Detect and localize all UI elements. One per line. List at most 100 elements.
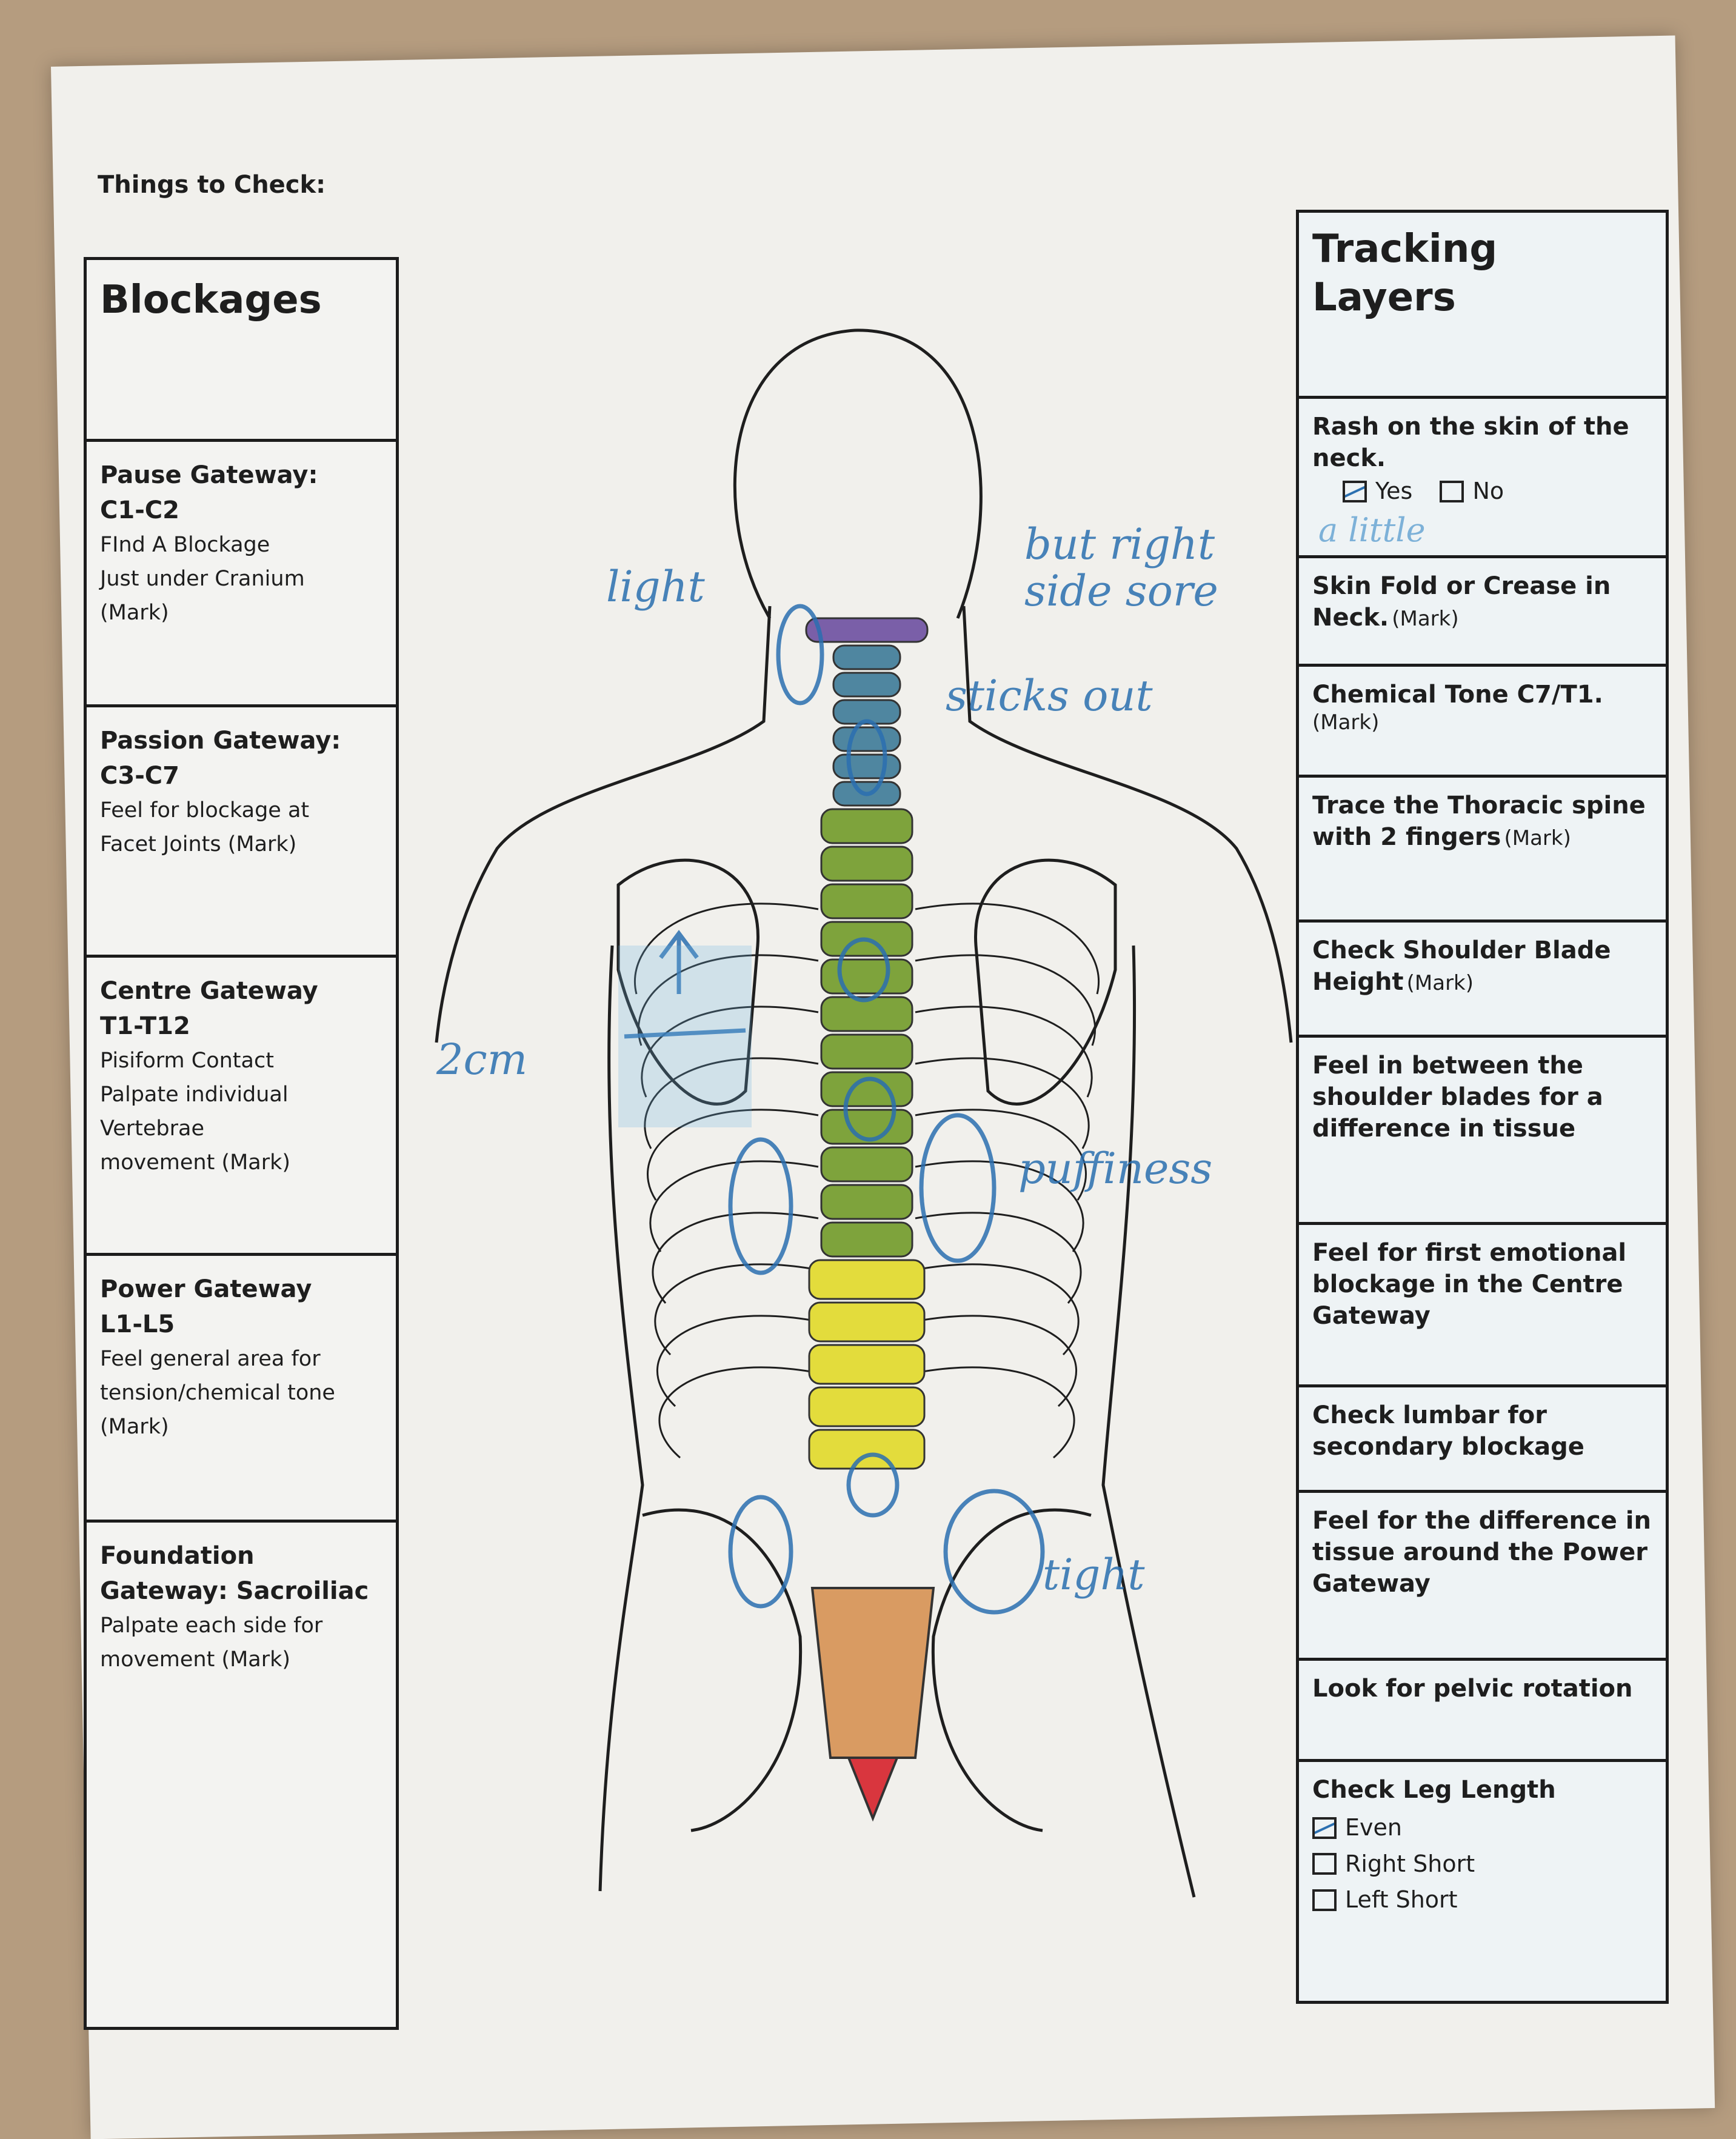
rib [641,1006,819,1098]
vertebra [832,726,901,752]
tracking-label: Check Leg Length [1312,1776,1556,1804]
rib [915,1109,1087,1201]
option-label: Even [1345,1814,1402,1841]
note-light: light [606,562,705,612]
rib [654,1263,819,1356]
blockage-text: Pisiform Contact [100,1049,274,1073]
vertebra [820,1071,913,1107]
blockage-pause: Pause Gateway: C1-C2 FInd A Blockage Jus… [87,439,396,704]
tracking-label: Check Shoulder Blade Height [1312,936,1611,996]
note-sticks-out: sticks out [946,671,1153,721]
vertebra [820,1221,913,1258]
ink-circle [943,1489,1045,1615]
vertebra [808,1429,926,1470]
rib [638,954,819,1046]
blockage-range: C1-C2 [100,496,179,524]
leg-left-short-checkbox[interactable]: Left Short [1312,1886,1628,1914]
rib [915,1366,1075,1459]
blockages-header: Blockages [87,260,396,439]
tracking-label: Feel in between the shoulder blades for … [1312,1052,1603,1143]
blockage-heading: Pause Gateway: [100,461,318,489]
vertebra [820,808,913,844]
tracking-label: Skin Fold or Crease in Neck. [1312,572,1611,632]
rib [915,1057,1090,1149]
tracking-label: Trace the Thoracic spine with 2 fingers [1312,792,1646,851]
tracking-layers-panel: Tracking Layers Rash on the skin of the … [1296,210,1669,2004]
leg-even-checkbox[interactable]: Even [1312,1814,1628,1842]
blockage-text: Palpate individual [100,1083,289,1107]
tracking-item: Check Shoulder Blade Height (Mark) [1299,919,1666,1035]
ink-smudge [618,946,752,1127]
rib [649,1160,819,1252]
tracking-item: Trace the Thoracic spine with 2 fingers … [1299,775,1666,919]
ink-circle [846,719,887,796]
blockage-range: T1-T12 [100,1012,190,1040]
tracking-label: Chemical Tone C7/T1. [1312,681,1603,709]
vertebra [808,1344,926,1385]
blockage-heading: Centre Gateway [100,977,318,1005]
vertebra [820,846,913,882]
checkbox-icon [1312,1889,1337,1911]
blockage-text: movement (Mark) [100,1150,291,1175]
vertebra [820,958,913,995]
ink-circle [919,1113,997,1263]
mark-note: (Mark) [1406,971,1474,995]
left-scapula [616,858,760,1106]
page-title: Things to Check: [98,171,326,199]
right-shoulder-outline [962,606,1293,1043]
ink-circle [728,1495,793,1609]
checkbox-checked-icon [1343,480,1367,502]
blockage-text: (Mark) [100,601,169,625]
tracking-item: Chemical Tone C7/T1. (Mark) [1299,664,1666,775]
rib [644,1057,819,1149]
leg-right-short-checkbox[interactable]: Right Short [1312,1850,1628,1878]
option-label: Right Short [1345,1850,1475,1877]
blockage-heading: Foundation [100,1542,255,1570]
tracking-label: Check lumbar for secondary blockage [1312,1401,1584,1461]
rash-yes-checkbox[interactable]: Yes [1343,478,1412,506]
rib [915,1315,1078,1407]
left-pelvis [642,1508,803,1832]
checkbox-icon [1440,480,1464,502]
ink-circle [846,1452,900,1518]
ink-circle [837,937,890,1003]
note-right-side-sore: but right side sore [1024,519,1218,616]
blockage-range: Gateway: Sacroiliac [100,1577,369,1605]
blockage-text: Feel general area for [100,1347,321,1371]
left-torso-outline [598,945,644,1892]
vertebra [820,1109,913,1145]
blockage-text: movement (Mark) [100,1647,291,1672]
vertebra [820,1033,913,1070]
rib [915,903,1100,995]
rib [658,1366,819,1459]
tracking-label: Rash on the skin of the neck. [1312,413,1629,472]
tracking-label: Feel for first emotional blockage in the… [1312,1239,1627,1330]
ink-arrow [624,930,746,1039]
mark-note: (Mark) [1312,710,1380,735]
rib [634,903,819,995]
vertebra [832,753,901,779]
blockage-text: Just under Cranium [100,567,305,591]
tracking-item: Feel for the difference in tissue around… [1299,1490,1666,1658]
rib [652,1212,819,1304]
head-outline [733,329,983,619]
mark-note: (Mark) [1504,826,1571,850]
blockages-panel: Blockages Pause Gateway: C1-C2 FInd A Bl… [84,257,399,2030]
body-outline [435,329,1293,1898]
tracking-label: Feel for the difference in tissue around… [1312,1507,1651,1598]
right-torso-outline [1101,945,1196,1898]
coccyx [847,1757,899,1822]
ink-circle [843,1076,896,1142]
vertebra [808,1386,926,1427]
rash-no-checkbox[interactable]: No [1440,478,1504,506]
checkbox-checked-icon [1312,1817,1337,1839]
vertebra [808,1259,926,1300]
tracking-header: Tracking Layers [1299,213,1666,396]
vertebra [832,644,901,670]
rib [915,1263,1080,1356]
tracking-item: Check lumbar for secondary blockage [1299,1384,1666,1490]
blockage-power: Power Gateway L1-L5 Feel general area fo… [87,1253,396,1520]
blockage-centre: Centre Gateway T1-T12 Pisiform Contact P… [87,955,396,1253]
blockage-text: Vertebrae [100,1116,204,1141]
